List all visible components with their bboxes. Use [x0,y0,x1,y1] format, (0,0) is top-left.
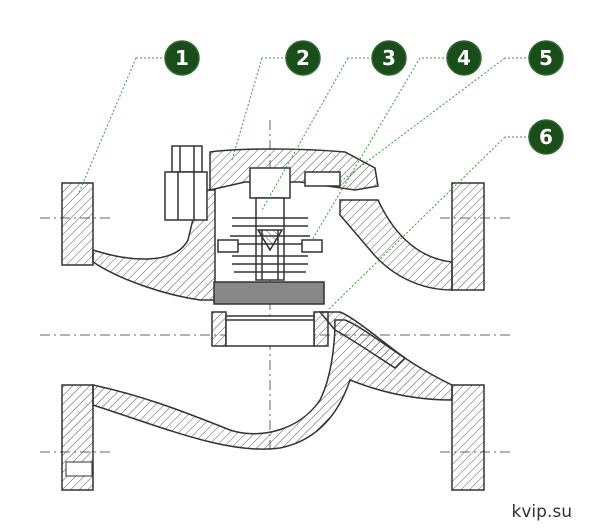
callout-label: 4 [457,46,471,70]
right-flange [451,182,485,491]
callout-1: 1 [164,40,200,76]
callout-6: 6 [528,119,564,155]
callout-5: 5 [528,40,564,76]
callout-label: 3 [382,46,396,70]
callout-label: 2 [296,46,310,70]
callout-label: 5 [539,46,553,70]
bonnet-cover [209,148,379,199]
callout-label: 1 [175,46,189,70]
seat-ring [211,311,329,347]
stem-guide [255,197,285,281]
valve-body-lower [92,311,453,450]
cover-bolt [164,145,208,221]
callout-4: 4 [446,40,482,76]
watermark: kvip.su [511,502,572,522]
callout-2: 2 [285,40,321,76]
spring [217,217,323,273]
callout-label: 6 [539,125,553,149]
left-flange [61,182,94,491]
leader-lines [77,57,530,311]
valve-disc [213,281,325,305]
callout-3: 3 [371,40,407,76]
